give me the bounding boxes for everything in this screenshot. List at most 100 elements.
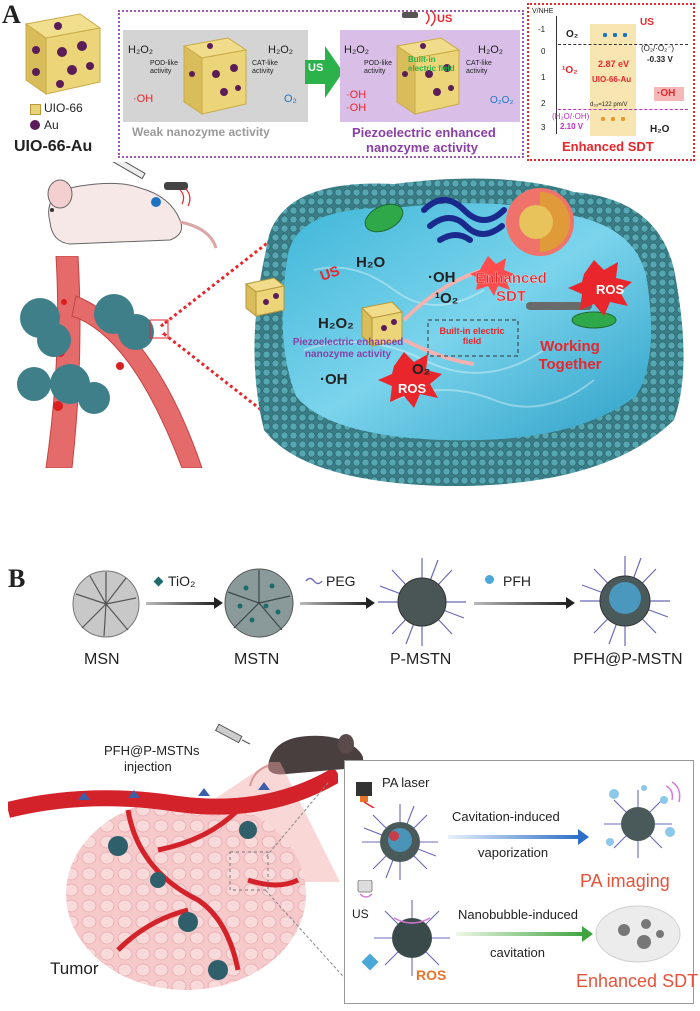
hole-dots-icon [598,114,628,124]
energy-singlet-label: ¹O₂ [562,65,578,76]
energy-diagram-box [527,3,695,161]
energy-axis-line [556,16,557,134]
energy-oh-badge [654,87,684,101]
step-pfh-label: PFH [503,573,531,589]
electron-dots-icon [600,30,630,40]
legend-uio66-label: UIO-66 [44,101,83,115]
cancer-cell-illustration [254,178,684,487]
weak-cat-label: CAT-like activity [252,60,278,75]
piezo-field-label: Built-in electric field [408,55,455,73]
mouse-illustration [47,162,218,249]
piezo-cat-label: CAT-like activity [466,60,492,75]
particle-name-msn: MSN [84,651,120,668]
step-tio2-label: TiO₂ [168,573,196,589]
piezo-pod-label: POD-like activity [364,60,393,75]
cell-ros-label-2: ROS [398,381,427,396]
piezo-o2-label: O₂O₂ [490,95,514,106]
energy-h2o-label: H₂O [650,124,670,135]
pa-imaging-label: PA imaging [580,871,670,891]
detail-us-label: US [352,907,369,921]
au-legend-swatch [30,120,40,130]
cavitation-arrow [448,835,580,839]
peg-chain-icon [305,577,323,585]
piezo-us-label: US [437,13,453,25]
synthesis-arrow-1 [146,602,216,605]
energy-axis-label: V/NHE [532,8,554,15]
nanoparticle-laser-icon [362,804,438,880]
vaporized-nanoparticle-icon [604,781,681,858]
nanobubble-arrow [456,932,584,936]
energy-tick-m1: -1 [538,25,546,34]
synthesis-arrowhead-1 [214,597,223,609]
energy-pair-oh-v: 2.10 V [560,122,584,131]
synthesis-arrowhead-3 [566,597,575,609]
step-peg-label: PEG [326,573,356,589]
nanobubble-label-2: cavitation [490,945,545,960]
mstn-particle-icon [224,568,294,638]
energy-us-label: US [640,17,654,28]
particle-name-pfh-p-mstn: PFH@P-MSTN [573,651,683,668]
panel-label-a: A [2,0,21,29]
pfh-p-mstn-particle-icon [580,556,670,646]
pfh-drop-icon [485,575,494,584]
weak-h2o2-left: H₂O₂ [128,44,154,56]
weak-h2o2-right: H₂O₂ [268,44,294,56]
legend-au-label: Au [44,118,59,132]
piezo-oh-label-1: ·OH [346,89,367,101]
particle-name-mstn: MSTN [234,651,280,668]
ultrasound-probe-icon [402,9,436,27]
energy-pair-o2-v: -0.33 V [647,55,673,64]
piezo-caption-line2: nanozyme activity [366,140,478,155]
piezo-h2o2-left: H₂O₂ [344,44,370,56]
tio2-diamond-icon [153,576,164,587]
energy-pair-oh: (H₂O/·OH) [552,112,590,121]
o2-potential-line [558,44,688,45]
weak-cube-icon [182,37,248,115]
injection-label-1: PFH@P-MSTNs [104,743,200,758]
energy-tick-1: 1 [541,73,546,82]
cell-h2o-label: H₂O [356,254,386,271]
cell-ros-label-1: ROS [596,282,625,297]
syringe-icon [214,723,251,745]
synthesis-arrowhead-2 [366,597,375,609]
blood-vessel-illustration [17,256,203,468]
cavitation-bubble-icon [595,905,681,963]
synthesis-arrow-3 [474,602,568,605]
energy-o2-label: O₂ [566,29,579,40]
oh-potential-line [558,109,688,110]
nanoparticle-us-icon [374,900,450,976]
ultrasound-transducer-icon [357,880,373,898]
energy-material-label: UIO-66-Au [592,75,632,84]
msn-particle-icon [72,570,140,638]
energy-gap-label: 2.87 eV [598,59,630,69]
energy-pair-o2: (O₂/·O₂⁻) [641,44,675,53]
detail-enhanced-sdt-label: Enhanced SDT [576,971,699,991]
arrow-us-label: US [308,62,324,74]
weak-o2-label: O₂ [284,93,297,105]
energy-oh-label: ·OH [657,88,676,99]
particle-name-p-mstn: P-MSTN [390,651,452,668]
detail-ros-label: ROS [416,967,447,983]
cavitation-label-2: vaporization [478,845,549,860]
cell-o2-label: O₂ [412,361,431,378]
energy-tick-3: 3 [541,123,546,132]
cell-oh-top-label: ·OH [428,269,456,286]
cavitation-arrowhead [578,829,589,845]
nanozyme-activity-box [118,10,524,158]
piezo-cube-icon [395,37,461,115]
tumor-label: Tumor [50,959,99,978]
piezo-oh-label-2: ·OH [346,102,367,114]
floating-nanocube-icon [244,277,286,318]
injection-label-2: injection [124,759,172,774]
dark-mouse-icon [249,734,364,787]
cell-oh-bottom-label: ·OH [320,371,348,388]
mechanism-detail-box [344,760,694,1004]
nanobubble-arrowhead [582,926,593,942]
piezo-caption-line1: Piezoelectric enhanced [352,125,496,140]
weak-pod-label: POD-like activity [150,60,179,75]
cell-field-label: Built-in electric field [439,326,505,347]
ultrasound-arrow [305,46,343,98]
pa-laser-label: PA laser [382,775,430,790]
p-mstn-particle-icon [378,558,466,646]
energy-diagram-title: Enhanced SDT [562,139,654,154]
